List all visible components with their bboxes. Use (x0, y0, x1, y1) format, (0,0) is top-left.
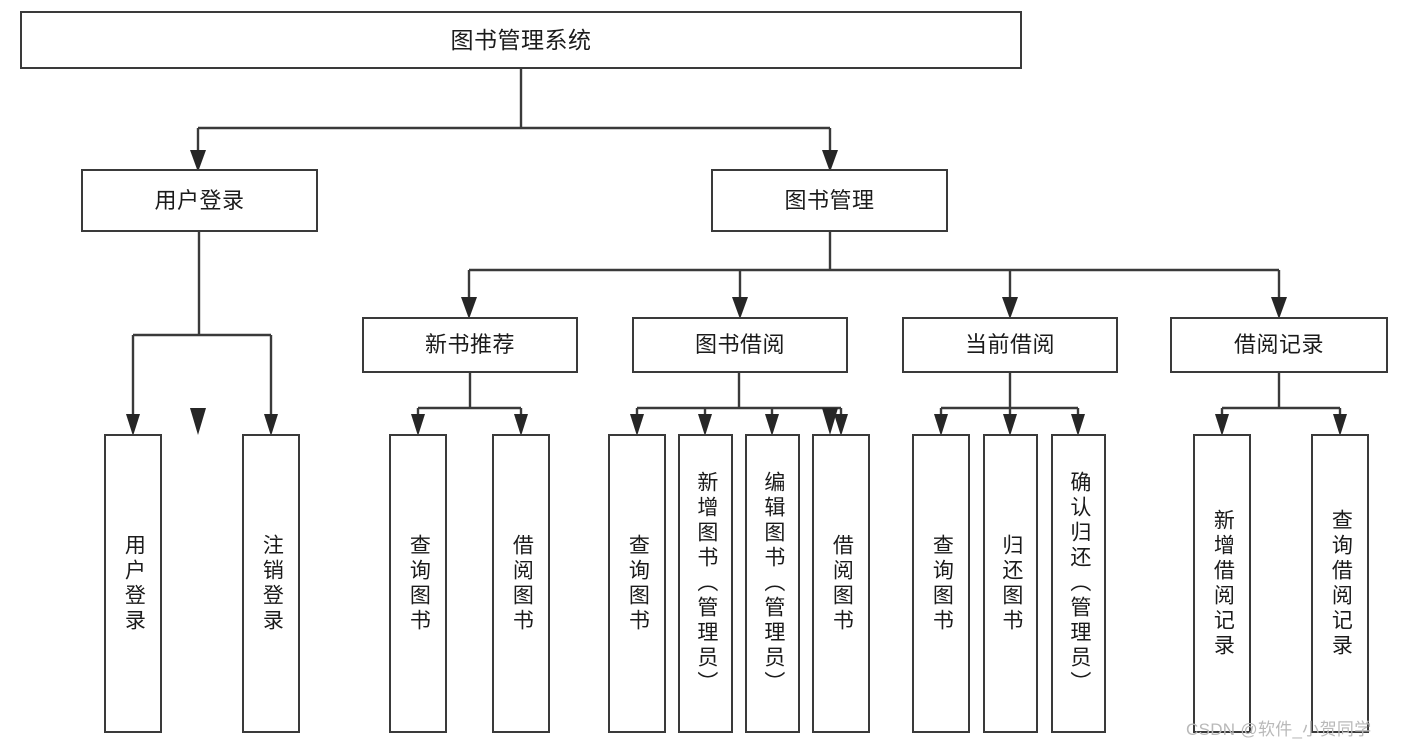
node-label: 注销登录 (260, 533, 284, 634)
leaf-user-login[interactable]: 用户登录 (104, 434, 162, 733)
node-label: 当前借阅 (964, 332, 1055, 358)
leaf-return-book[interactable]: 归还图书 (983, 434, 1038, 733)
leaf-borrow-book[interactable]: 借阅图书 (812, 434, 870, 733)
node-label: 图书管理 (784, 187, 875, 213)
leaf-logout[interactable]: 注销登录 (242, 434, 300, 733)
node-label: 查询借阅记录 (1329, 508, 1353, 659)
leaf-query-borrow-record[interactable]: 查询借阅记录 (1311, 434, 1369, 733)
node-label: 查询图书 (626, 533, 650, 634)
node-new-book-recommendation[interactable]: 新书推荐 (362, 317, 578, 373)
node-label: 借阅图书 (830, 533, 854, 634)
node-label: 借阅图书 (510, 533, 534, 634)
node-label: 图书管理系统 (450, 26, 592, 53)
leaf-add-borrow-record[interactable]: 新增借阅记录 (1193, 434, 1251, 733)
leaf-query-book-recommend[interactable]: 查询图书 (389, 434, 447, 733)
leaf-query-book-current[interactable]: 查询图书 (912, 434, 970, 733)
node-label: 查询图书 (930, 533, 954, 634)
node-label: 归还图书 (999, 533, 1023, 634)
node-label: 用户登录 (154, 187, 245, 213)
node-label: 新书推荐 (424, 332, 515, 358)
node-label: 确认归还（管理员） (1067, 471, 1091, 696)
node-label: 用户登录 (122, 533, 146, 634)
node-book-borrowing[interactable]: 图书借阅 (632, 317, 848, 373)
leaf-borrow-book-recommend[interactable]: 借阅图书 (492, 434, 550, 733)
node-borrowing-record[interactable]: 借阅记录 (1170, 317, 1388, 373)
node-book-management[interactable]: 图书管理 (711, 169, 948, 232)
leaf-add-book-admin[interactable]: 新增图书（管理员） (678, 434, 733, 733)
node-label: 查询图书 (407, 533, 431, 634)
node-current-borrowing[interactable]: 当前借阅 (902, 317, 1118, 373)
node-label: 编辑图书（管理员） (761, 471, 785, 696)
leaf-query-book-borrow[interactable]: 查询图书 (608, 434, 666, 733)
node-user-login[interactable]: 用户登录 (81, 169, 318, 232)
node-label: 新增借阅记录 (1211, 508, 1235, 659)
node-book-management-system[interactable]: 图书管理系统 (20, 11, 1022, 69)
node-label: 借阅记录 (1233, 332, 1324, 358)
leaf-edit-book-admin[interactable]: 编辑图书（管理员） (745, 434, 800, 733)
csdn-watermark: CSDN @软件_小贺同学 (1186, 720, 1372, 739)
node-label: 图书借阅 (694, 332, 785, 358)
leaf-confirm-return-admin[interactable]: 确认归还（管理员） (1051, 434, 1106, 733)
node-label: 新增图书（管理员） (694, 471, 718, 696)
